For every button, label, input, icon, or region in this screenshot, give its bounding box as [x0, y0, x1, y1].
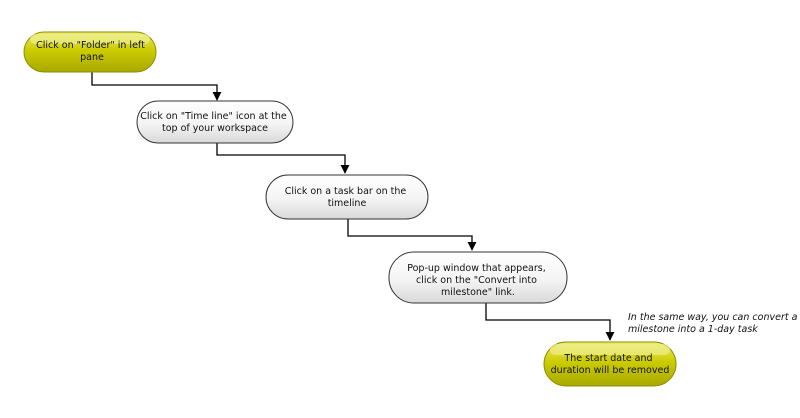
step2-node-line-1: Click on "Time line" icon at the [140, 111, 287, 122]
start-node: Click on "Folder" in left pane [23, 31, 157, 73]
side-note-line-2: milestone into a 1-day task [628, 324, 758, 335]
edge-start-to-step2 [91, 70, 222, 101]
edge-step3-to-step4 [347, 219, 477, 251]
end-node-label: The start date and duration will be remo… [551, 353, 670, 376]
edge-step4-to-end [485, 303, 615, 341]
start-node-label: Click on "Folder" in left pane [36, 40, 148, 63]
step4-node-line-2: click on the "Convert into [416, 275, 537, 286]
start-node-line-2: pane [80, 52, 104, 63]
start-node-highlight [30, 34, 150, 44]
connectors [91, 70, 615, 341]
step2-node-shape [136, 100, 294, 144]
edge-step2-to-step3 [216, 143, 350, 174]
step3-node-line-1: Click on a task bar on the [285, 186, 407, 197]
end-node-highlight [550, 344, 670, 355]
side-note-line-1: In the same way, you can convert a [628, 312, 798, 323]
step3-node-shape [265, 174, 429, 220]
step2-node-label: Click on "Time line" icon at the top of … [140, 111, 290, 134]
step4-node-shape [388, 251, 568, 304]
step3-node-label: Click on a task bar on the timeline [285, 186, 410, 209]
step4-node-line-3: milestone" link. [441, 287, 515, 298]
start-node-line-1: Click on "Folder" in left [36, 40, 145, 51]
step4-node-line-1: Pop-up window that appears, [407, 263, 546, 274]
step3-node: Click on a task bar on the timeline [265, 174, 429, 220]
step4-node: Pop-up window that appears, click on the… [388, 251, 568, 304]
step2-node-line-2: top of your workspace [162, 123, 268, 134]
end-node: The start date and duration will be remo… [543, 341, 677, 387]
step2-node: Click on "Time line" icon at the top of … [136, 100, 294, 144]
end-node-line-1: The start date and [563, 353, 652, 364]
side-note: In the same way, you can convert a miles… [628, 312, 800, 335]
end-node-line-2: duration will be removed [551, 365, 670, 376]
step3-node-line-2: timeline [328, 198, 367, 209]
step4-node-label: Pop-up window that appears, click on the… [407, 263, 549, 298]
